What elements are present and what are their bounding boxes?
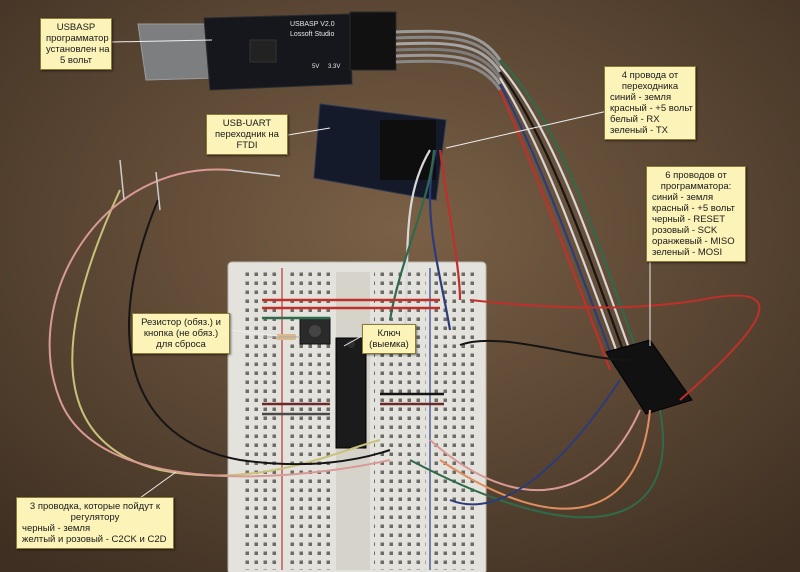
microcontroller-chip: [335, 337, 367, 449]
usb-uart-line-2: переходник на: [215, 129, 279, 140]
adapter-wires-line-3: синий - земля: [610, 92, 672, 103]
pin-header-connector: [605, 339, 693, 415]
usbasp-programmer: USBASP V2.0 Lossoft Studio 5V 3.3V: [137, 11, 397, 91]
key-annotation: Ключ (выемка): [362, 324, 416, 354]
usb-uart-line-1: USB-UART: [222, 118, 272, 129]
regulator-wires-line-3: черный - земля: [22, 523, 91, 534]
regulator-wires-line-4: желтый и розовый - C2CK и C2D: [22, 534, 167, 545]
usb-uart-annotation: USB-UART переходник на FTDI: [206, 114, 288, 155]
usbasp-annotation-line-4: 5 вольт: [59, 55, 93, 66]
usbasp-annotation-line-1: USBASP: [56, 22, 96, 33]
programmer-wires: [498, 59, 642, 371]
programmer-wires-line-5: черный - RESET: [652, 214, 726, 225]
usbasp-silkscreen-title: USBASP V2.0: [290, 21, 335, 28]
usbasp-silkscreen-3v3: 3.3V: [328, 64, 340, 70]
reset-line-2: кнопка (не обяз.): [143, 328, 219, 339]
programmer-wires-line-8: зеленый - MOSI: [652, 247, 723, 258]
regulator-wires-line-2: регулятору: [70, 512, 120, 523]
programmer-wires-line-3: синий - земля: [652, 192, 714, 203]
board-jumpers: [262, 298, 444, 416]
ribbon-cable: [395, 29, 502, 91]
annotation-pointers: [111, 39, 651, 499]
usbasp-annotation: USBASP программатор установлен на 5 воль…: [40, 18, 112, 70]
adapter-wires-line-1: 4 провода от: [621, 70, 679, 81]
usbasp-silkscreen-5v: 5V: [312, 64, 319, 70]
reset-line-3: для сброса: [156, 339, 206, 350]
reset-button: [299, 317, 331, 345]
adapter-wires-line-6: зеленый - TX: [610, 125, 669, 136]
key-line-1: Ключ: [377, 328, 401, 339]
ftdi-adapter: [313, 103, 447, 201]
regulator-wires-line-1: 3 проводка, которые пойдут к: [29, 501, 161, 512]
programmer-wires-annotation: 6 проводов от программатора: синий - зем…: [646, 166, 746, 262]
key-line-2: (выемка): [369, 339, 409, 350]
adapter-wires-annotation: 4 провода от переходника синий - земля к…: [604, 66, 696, 140]
usbasp-annotation-line-2: программатор: [46, 33, 109, 44]
reset-line-1: Резистор (обяз.) и: [141, 317, 221, 328]
regulator-wires: [48, 159, 391, 478]
connector-to-board-wires: [409, 294, 761, 519]
adapter-wires: [388, 149, 462, 331]
usb-uart-line-3: FTDI: [236, 140, 258, 151]
programmer-wires-line-2: программатора:: [660, 181, 732, 192]
adapter-wires-line-4: красный - +5 вольт: [610, 103, 693, 114]
usbasp-silkscreen-brand: Lossoft Studio: [290, 31, 334, 38]
programmer-wires-line-6: розовый - SCK: [652, 225, 718, 236]
adapter-wires-line-5: белый - RX: [610, 114, 660, 125]
usbasp-annotation-line-3: установлен на: [46, 44, 110, 55]
programmer-wires-line-4: красный - +5 вольт: [652, 203, 735, 214]
reset-annotation: Резистор (обяз.) и кнопка (не обяз.) для…: [132, 313, 230, 354]
programmer-wires-line-1: 6 проводов от: [665, 170, 727, 181]
regulator-wires-annotation: 3 проводка, которые пойдут к регулятору …: [16, 497, 174, 549]
programmer-wires-line-7: оранжевый - MISO: [652, 236, 735, 247]
adapter-wires-line-2: переходника: [621, 81, 679, 92]
